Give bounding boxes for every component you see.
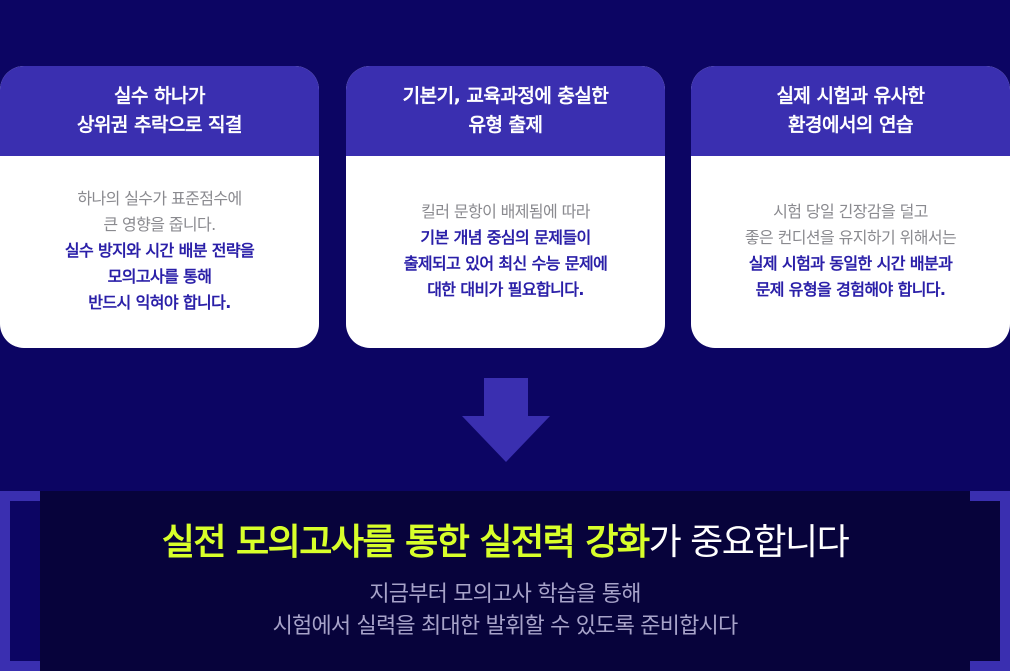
card-1-title-line-1: 실수 하나가 bbox=[113, 85, 206, 107]
conclusion-subtext: 지금부터 모의고사 학습을 통해 시험에서 실력을 최대한 발휘할 수 있도록 … bbox=[0, 579, 1010, 643]
card-2-title: 기본기, 교육과정에 충실한 유형 출제 bbox=[346, 66, 665, 156]
card-2-body: 킬러 문항이 배제됨에 따라 기본 개념 중심의 문제들이 출제되고 있어 최신… bbox=[346, 156, 665, 348]
card-1-title: 실수 하나가 상위권 추락으로 직결 bbox=[0, 66, 319, 156]
card-2-title-line-2: 유형 출제 bbox=[468, 114, 543, 136]
card-3-body: 시험 당일 긴장감을 덜고 좋은 컨디션을 유지하기 위해서는 실제 시험과 동… bbox=[691, 156, 1010, 348]
card-2-bold-line-2: 출제되고 있어 최신 수능 문제에 bbox=[403, 254, 608, 273]
card-3-title-line-1: 실제 시험과 유사한 bbox=[776, 85, 925, 107]
card-2-title-line-1: 기본기, 교육과정에 충실한 bbox=[402, 85, 609, 107]
down-arrow-icon bbox=[462, 378, 550, 462]
card-1-text-line-2: 큰 영향을 줍니다. bbox=[103, 215, 216, 234]
card-3-text-line-2: 좋은 컨디션을 유지하기 위해서는 bbox=[744, 228, 957, 247]
card-3-text-line-1: 시험 당일 긴장감을 덜고 bbox=[773, 202, 928, 221]
headline-highlight: 실전 모의고사를 통한 실전력 강화 bbox=[161, 522, 650, 563]
card-3-bold-line-1: 실제 시험과 동일한 시간 배분과 bbox=[748, 254, 953, 273]
reason-card-2: 기본기, 교육과정에 충실한 유형 출제 킬러 문항이 배제됨에 따라 기본 개… bbox=[346, 66, 665, 348]
left-bracket bbox=[0, 491, 40, 671]
card-2-bold-line-3: 대한 대비가 필요합니다. bbox=[427, 280, 584, 299]
conclusion-panel bbox=[10, 491, 1000, 671]
reason-cards: 실수 하나가 상위권 추락으로 직결 하나의 실수가 표준점수에 큰 영향을 줍… bbox=[0, 66, 1010, 348]
subtext-line-1: 지금부터 모의고사 학습을 통해 bbox=[369, 582, 641, 607]
reason-card-3: 실제 시험과 유사한 환경에서의 연습 시험 당일 긴장감을 덜고 좋은 컨디션… bbox=[691, 66, 1010, 348]
card-1-bold-line-1: 실수 방지와 시간 배분 전략을 bbox=[64, 241, 255, 260]
card-3-title: 실제 시험과 유사한 환경에서의 연습 bbox=[691, 66, 1010, 156]
card-1-bold-line-2: 모의고사를 통해 bbox=[107, 267, 212, 286]
card-2-text-line-1: 킬러 문항이 배제됨에 따라 bbox=[421, 202, 590, 221]
card-1-title-line-2: 상위권 추락으로 직결 bbox=[76, 114, 243, 136]
right-bracket bbox=[970, 491, 1010, 671]
card-3-bold-line-2: 문제 유형을 경험해야 합니다. bbox=[755, 280, 946, 299]
headline-rest: 가 중요합니다 bbox=[648, 522, 850, 563]
card-1-text-line-1: 하나의 실수가 표준점수에 bbox=[77, 189, 242, 208]
conclusion-headline: 실전 모의고사를 통한 실전력 강화가 중요합니다 bbox=[0, 519, 1010, 567]
card-3-title-line-2: 환경에서의 연습 bbox=[788, 114, 913, 136]
reason-card-1: 실수 하나가 상위권 추락으로 직결 하나의 실수가 표준점수에 큰 영향을 줍… bbox=[0, 66, 319, 348]
conclusion-box: 실전 모의고사를 통한 실전력 강화가 중요합니다 지금부터 모의고사 학습을 … bbox=[0, 491, 1010, 671]
card-1-body: 하나의 실수가 표준점수에 큰 영향을 줍니다. 실수 방지와 시간 배분 전략… bbox=[0, 156, 319, 348]
card-1-bold-line-3: 반드시 익혀야 합니다. bbox=[88, 293, 231, 312]
subtext-line-2: 시험에서 실력을 최대한 발휘할 수 있도록 준비합시다 bbox=[272, 614, 739, 639]
card-2-bold-line-1: 기본 개념 중심의 문제들이 bbox=[420, 228, 591, 247]
